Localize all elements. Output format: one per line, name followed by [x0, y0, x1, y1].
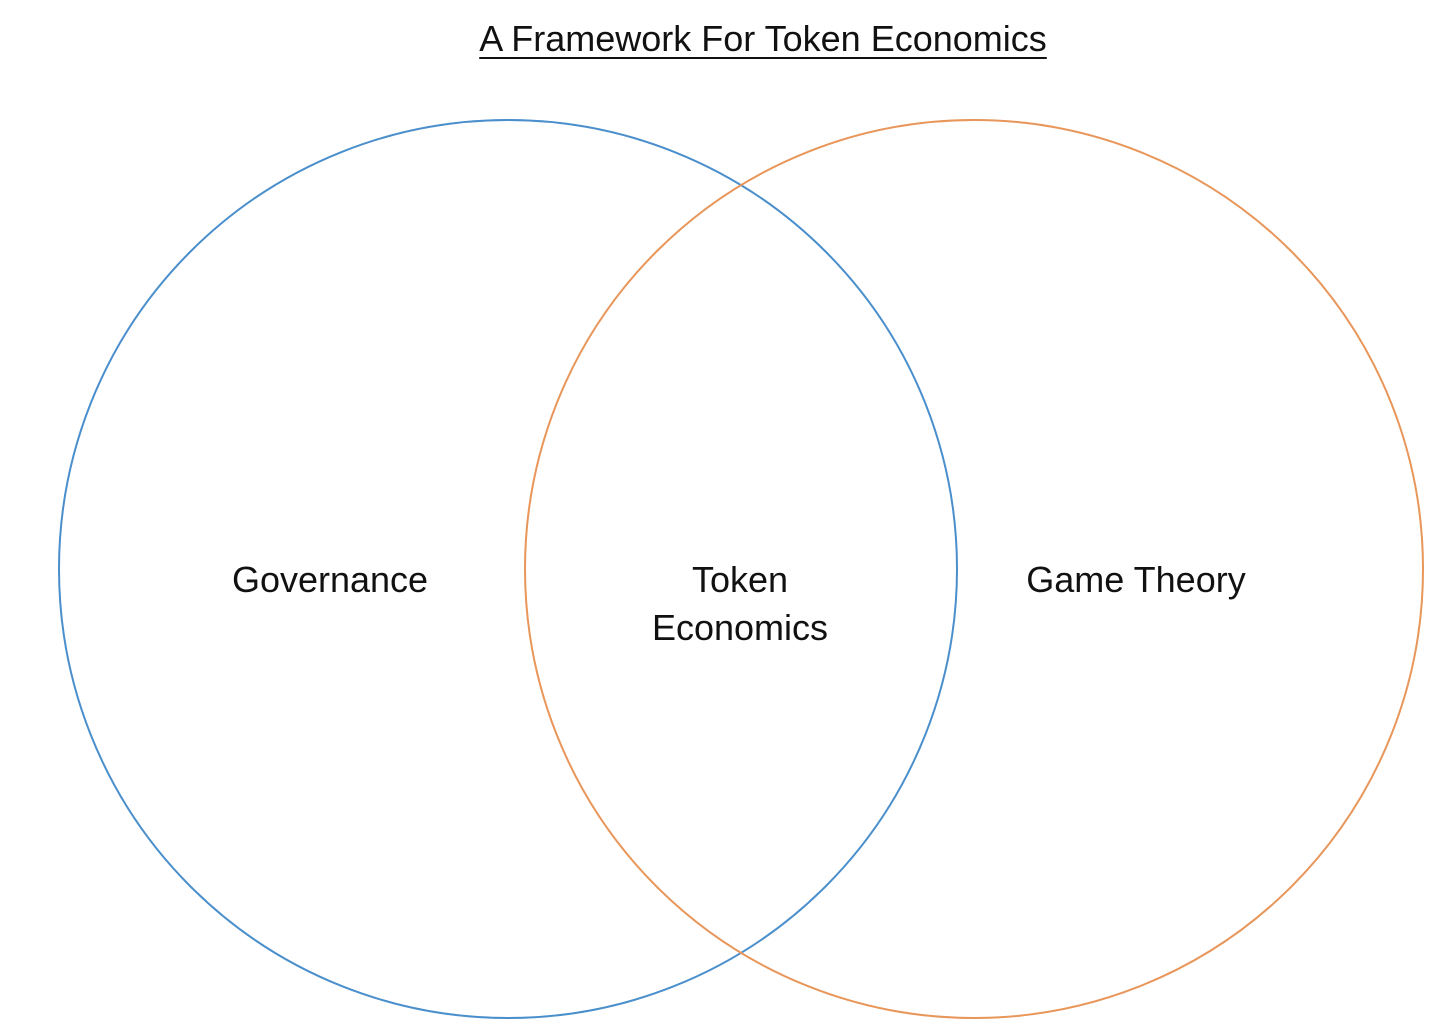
token-economics-label-line1: Token	[691, 559, 789, 600]
token-economics-label: Token Economics	[600, 556, 880, 652]
governance-circle	[58, 119, 958, 1019]
token-economics-label-line2: Economics	[651, 607, 829, 648]
diagram-title: A Framework For Token Economics	[479, 18, 1047, 59]
governance-label: Governance	[231, 559, 429, 600]
game-theory-circle	[524, 119, 1424, 1019]
game-theory-label: Game Theory	[1026, 559, 1246, 600]
